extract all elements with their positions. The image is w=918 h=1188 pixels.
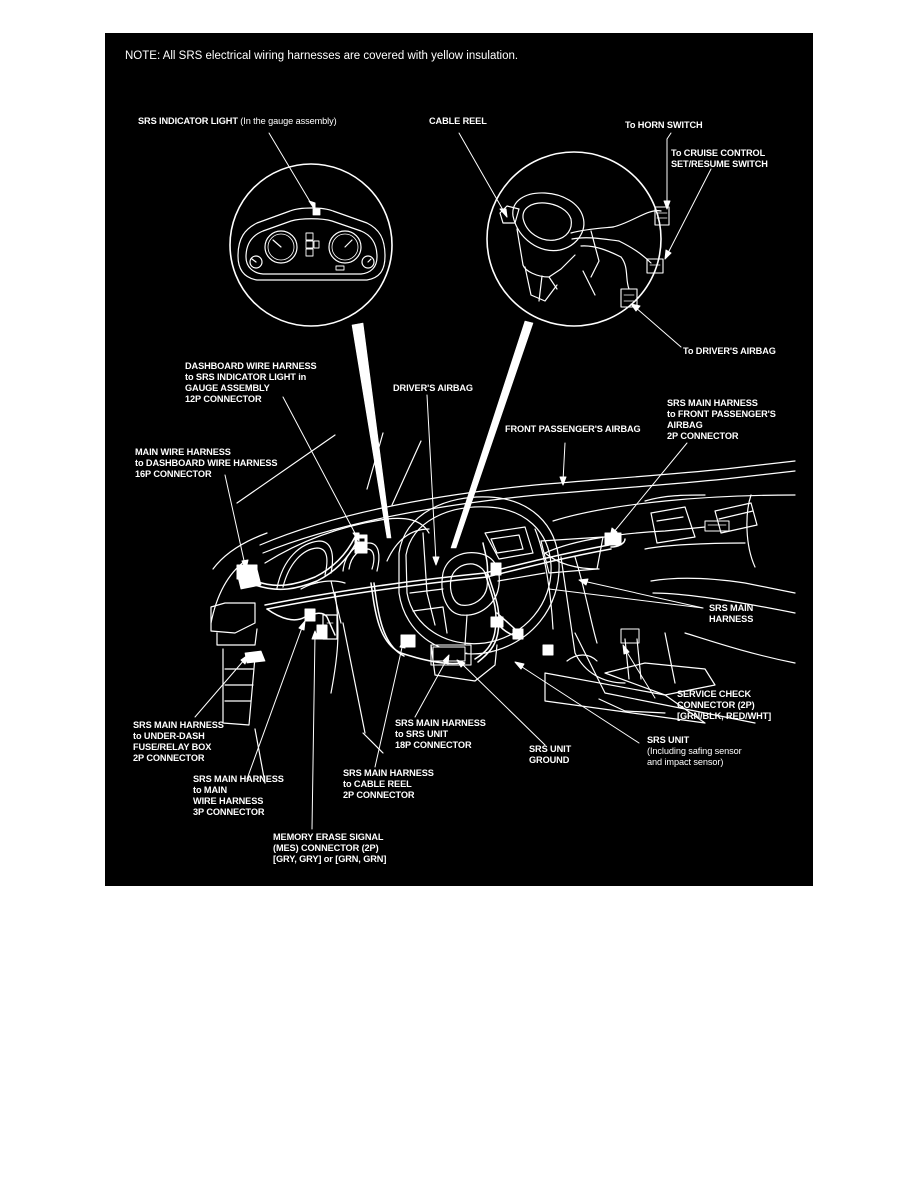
gauge-detail-circle xyxy=(230,164,392,326)
label-dashboard-wire-harness: DASHBOARD WIRE HARNESS to SRS INDICATOR … xyxy=(185,361,317,404)
leader-lines xyxy=(195,133,711,829)
label-srs-unit: SRS UNIT (Including safing sensor and im… xyxy=(647,735,742,768)
label-srs-unit-main: SRS UNIT xyxy=(647,735,690,745)
label-srs-indicator-light: SRS INDICATOR LIGHT (In the gauge assemb… xyxy=(138,116,337,127)
srs-harness-wiring xyxy=(255,537,625,664)
label-service-check-connector: SERVICE CHECK CONNECTOR (2P) [GRN/BLK, R… xyxy=(677,689,772,721)
label-srs-unit-ground: SRS UNIT GROUND xyxy=(529,744,572,765)
label-srs-main-harness: SRS MAIN HARNESS xyxy=(709,603,754,624)
label-to-horn-switch: To HORN SWITCH xyxy=(625,120,703,130)
label-drivers-airbag: DRIVER'S AIRBAG xyxy=(393,383,473,393)
label-srs-main-harness-main-wire: SRS MAIN HARNESS to MAIN WIRE HARNESS 3P… xyxy=(193,774,284,817)
label-srs-main-harness-srs-unit: SRS MAIN HARNESS to SRS UNIT 18P CONNECT… xyxy=(395,718,486,750)
label-to-cruise-control: To CRUISE CONTROL SET/RESUME SWITCH xyxy=(671,148,768,169)
label-to-drivers-airbag: To DRIVER'S AIRBAG xyxy=(683,346,776,356)
dashboard-illustration xyxy=(211,433,795,783)
label-srs-indicator-light-main: SRS INDICATOR LIGHT xyxy=(138,116,238,126)
label-srs-indicator-light-sub: (In the gauge assembly) xyxy=(237,116,337,126)
label-srs-unit-sub: (Including safing sensor and impact sens… xyxy=(647,746,742,767)
srs-wiring-diagram: NOTE: All SRS electrical wiring harnesse… xyxy=(105,33,813,886)
note-text: NOTE: All SRS electrical wiring harnesse… xyxy=(125,50,519,62)
label-main-wire-harness: MAIN WIRE HARNESS to DASHBOARD WIRE HARN… xyxy=(135,447,278,479)
cable-reel-detail-circle xyxy=(487,152,669,326)
label-cable-reel: CABLE REEL xyxy=(429,116,487,126)
connectors xyxy=(237,533,621,661)
diagram-artwork xyxy=(105,33,813,886)
label-mes-connector: MEMORY ERASE SIGNAL (MES) CONNECTOR (2P)… xyxy=(273,832,387,864)
label-front-passenger-airbag: FRONT PASSENGER'S AIRBAG xyxy=(505,424,641,434)
label-srs-main-harness-passenger: SRS MAIN HARNESS to FRONT PASSENGER'S AI… xyxy=(667,398,776,441)
label-srs-main-harness-fuse-box: SRS MAIN HARNESS to UNDER-DASH FUSE/RELA… xyxy=(133,720,224,763)
label-srs-main-harness-cable-reel: SRS MAIN HARNESS to CABLE REEL 2P CONNEC… xyxy=(343,768,434,800)
